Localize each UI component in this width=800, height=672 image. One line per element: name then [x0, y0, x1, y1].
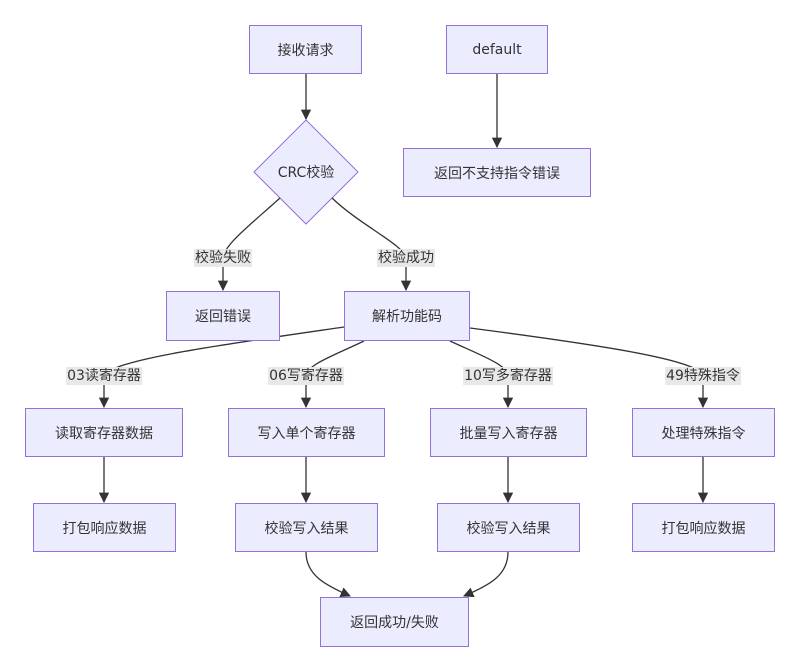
edge-label-fc06: 06写寄存器 [268, 367, 344, 385]
edge-crc-fail [217, 197, 281, 292]
node-return-unsupported: 返回不支持指令错误 [403, 148, 591, 197]
edge-label-crc-fail: 校验失败 [194, 249, 252, 267]
edge-label-fc49: 49特殊指令 [665, 367, 741, 385]
node-read-registers: 读取寄存器数据 [25, 408, 183, 457]
node-write-multiple-registers: 批量写入寄存器 [430, 408, 587, 457]
edge-label-crc-ok: 校验成功 [377, 249, 435, 267]
node-handle-special-command: 处理特殊指令 [632, 408, 775, 457]
node-default: default [446, 25, 548, 74]
node-write-single-register: 写入单个寄存器 [228, 408, 385, 457]
edge-label-fc10: 10写多寄存器 [463, 367, 553, 385]
node-verify-write-multi: 校验写入结果 [437, 503, 580, 552]
node-return-success-failure: 返回成功/失败 [320, 597, 469, 647]
node-receive-request: 接收请求 [249, 25, 362, 74]
edge-crc-ok [331, 197, 412, 292]
node-pack-response-read: 打包响应数据 [33, 503, 176, 552]
edge-label-fc03: 03读寄存器 [66, 367, 142, 385]
node-parse-function-code: 解析功能码 [344, 291, 470, 341]
node-verify-write-single: 校验写入结果 [235, 503, 378, 552]
edge-verify-multi-result [463, 551, 509, 598]
edge-verify-single-result [305, 551, 351, 597]
node-return-error: 返回错误 [166, 291, 280, 341]
node-pack-response-special: 打包响应数据 [632, 503, 775, 552]
node-crc-check: CRC校验 [277, 165, 335, 181]
